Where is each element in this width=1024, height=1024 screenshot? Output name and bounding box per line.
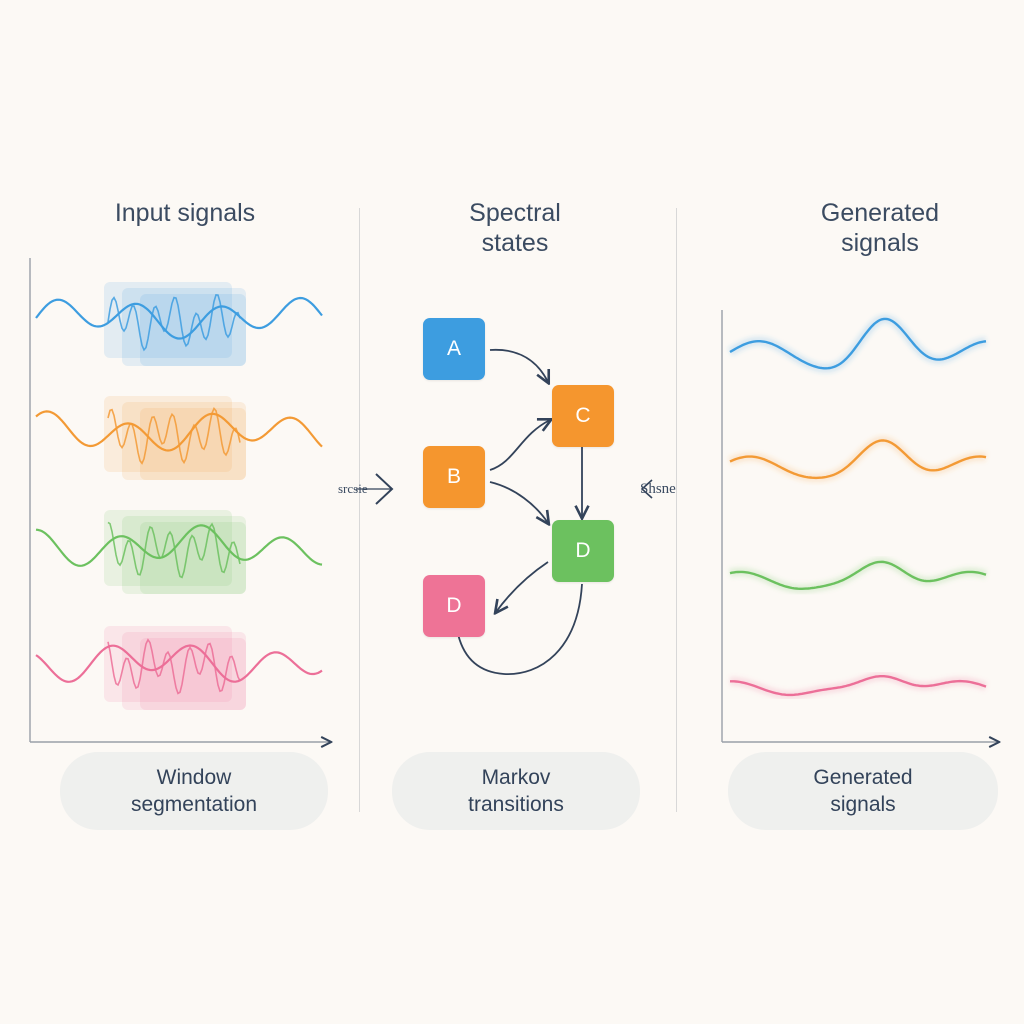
state-node-c[interactable]: C — [552, 385, 614, 447]
generated-wave-orange — [729, 439, 987, 480]
edge-loop-return — [455, 583, 583, 675]
state-node-d-pink[interactable]: D — [423, 575, 485, 637]
input-wave-dense-orange — [107, 407, 241, 465]
transition-edges — [455, 349, 583, 675]
input-title: Input signals — [114, 199, 256, 227]
input-axes — [29, 258, 330, 742]
edge-b-to-c — [489, 420, 550, 471]
input-waveforms — [35, 294, 323, 695]
state-node-d-green[interactable]: D — [552, 520, 614, 582]
edge-d-to-d-pink — [496, 561, 549, 612]
input-wave-blue — [35, 296, 323, 340]
window-overlays — [104, 282, 246, 710]
input-wave-dense-green — [107, 521, 241, 579]
caption-generated-signals: Generated signals — [728, 752, 998, 830]
input-wave-dense-blue — [107, 294, 241, 352]
input-wave-pink — [35, 644, 323, 683]
window-pink-0 — [104, 626, 232, 702]
window-orange-0 — [104, 396, 232, 472]
input-wave-green — [35, 524, 323, 567]
generated-halo-green — [728, 557, 988, 594]
caption-window-segmentation: Window segmentation — [60, 752, 328, 830]
caption-markov-transitions: Markov transitions — [392, 752, 640, 830]
flow-arrow-right — [640, 479, 653, 499]
generated-title: Generated signals — [820, 199, 940, 257]
flow-label-left: srcsie — [338, 481, 368, 496]
edge-b-to-d — [489, 481, 548, 523]
edge-a-to-c — [489, 349, 548, 382]
state-node-a[interactable]: A — [423, 318, 485, 380]
generated-halo-orange — [728, 435, 987, 483]
flow-label-right: Shsne — [640, 481, 676, 497]
generated-wave-green — [729, 560, 987, 590]
input-wave-dense-pink — [107, 638, 241, 695]
divider-right — [676, 208, 677, 812]
generated-wave-blue — [729, 317, 987, 370]
window-pink-2 — [140, 638, 246, 710]
generated-waveforms — [727, 314, 988, 700]
spectral-title: Spectral states — [469, 199, 561, 257]
generated-wave-pink — [730, 675, 987, 697]
generated-axes — [721, 310, 998, 742]
divider-left — [359, 208, 360, 812]
state-node-b[interactable]: B — [423, 446, 485, 508]
